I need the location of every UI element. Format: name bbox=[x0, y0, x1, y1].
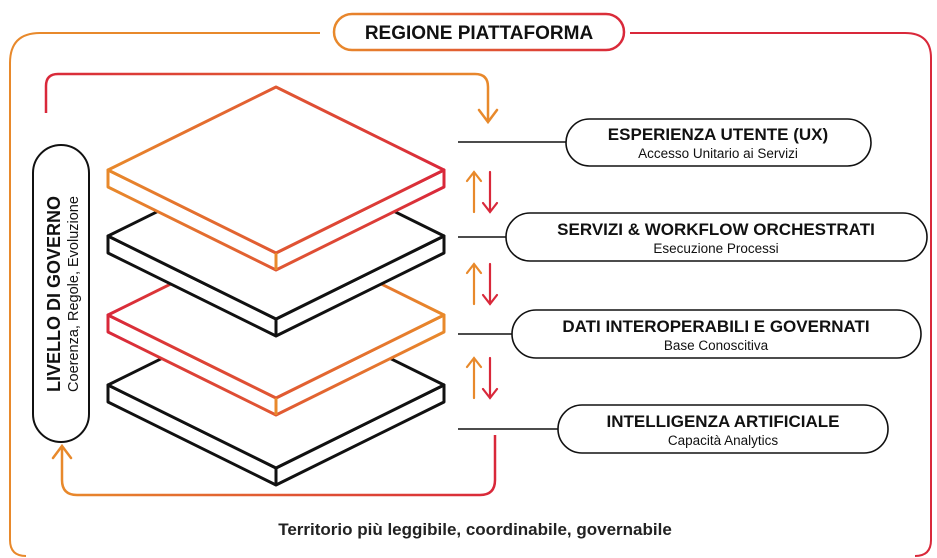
outer-frame bbox=[9, 32, 320, 557]
governance-loop-bottom bbox=[60, 435, 497, 497]
exchange-arrows-2 bbox=[465, 262, 499, 306]
governance-title: LIVELLO DI GOVERNO bbox=[44, 196, 64, 392]
layer-subtitle-ai: Capacità Analytics bbox=[668, 433, 779, 448]
layer-title-ux: ESPERIENZA UTENTE (UX) bbox=[608, 125, 828, 144]
layer-subtitle-ux: Accesso Unitario ai Servizi bbox=[638, 146, 798, 161]
page-title: REGIONE PIATTAFORMA bbox=[365, 23, 594, 44]
title-pill: REGIONE PIATTAFORMA bbox=[332, 12, 626, 52]
arrow-down-icon bbox=[481, 170, 499, 214]
arrow-up-icon bbox=[465, 356, 483, 400]
governance-subtitle: Coerenza, Regole, Evoluzione bbox=[66, 196, 82, 392]
layer-plate-ux bbox=[106, 85, 446, 272]
layer-label-ai: INTELLIGENZA ARTIFICIALE Capacità Analyt… bbox=[458, 404, 889, 454]
governance-pill: LIVELLO DI GOVERNO Coerenza, Regole, Evo… bbox=[32, 144, 90, 443]
arrow-up-icon bbox=[465, 262, 483, 306]
exchange-arrows-1 bbox=[465, 170, 499, 214]
layer-subtitle-data: Base Conoscitiva bbox=[664, 338, 769, 353]
layer-subtitle-services: Esecuzione Processi bbox=[653, 241, 778, 256]
arrowhead-up-icon bbox=[51, 443, 73, 460]
layer-label-services: SERVIZI & WORKFLOW ORCHESTRATI Esecuzion… bbox=[458, 212, 928, 262]
exchange-arrows-3 bbox=[465, 356, 499, 400]
arrow-down-icon bbox=[481, 356, 499, 400]
layer-title-services: SERVIZI & WORKFLOW ORCHESTRATI bbox=[557, 220, 875, 239]
arrowhead-down-icon bbox=[477, 108, 499, 125]
outer-frame-right bbox=[630, 32, 932, 557]
layer-title-ai: INTELLIGENZA ARTIFICIALE bbox=[607, 412, 840, 431]
arrow-down-icon bbox=[481, 262, 499, 306]
governance-loop-top bbox=[44, 72, 490, 120]
arrow-up-icon bbox=[465, 170, 483, 214]
layer-title-data: DATI INTEROPERABILI E GOVERNATI bbox=[562, 317, 869, 336]
layer-label-data: DATI INTEROPERABILI E GOVERNATI Base Con… bbox=[458, 309, 922, 359]
footer-caption: Territorio più leggibile, coordinabile, … bbox=[278, 520, 672, 539]
layer-label-ux: ESPERIENZA UTENTE (UX) Accesso Unitario … bbox=[458, 118, 872, 167]
